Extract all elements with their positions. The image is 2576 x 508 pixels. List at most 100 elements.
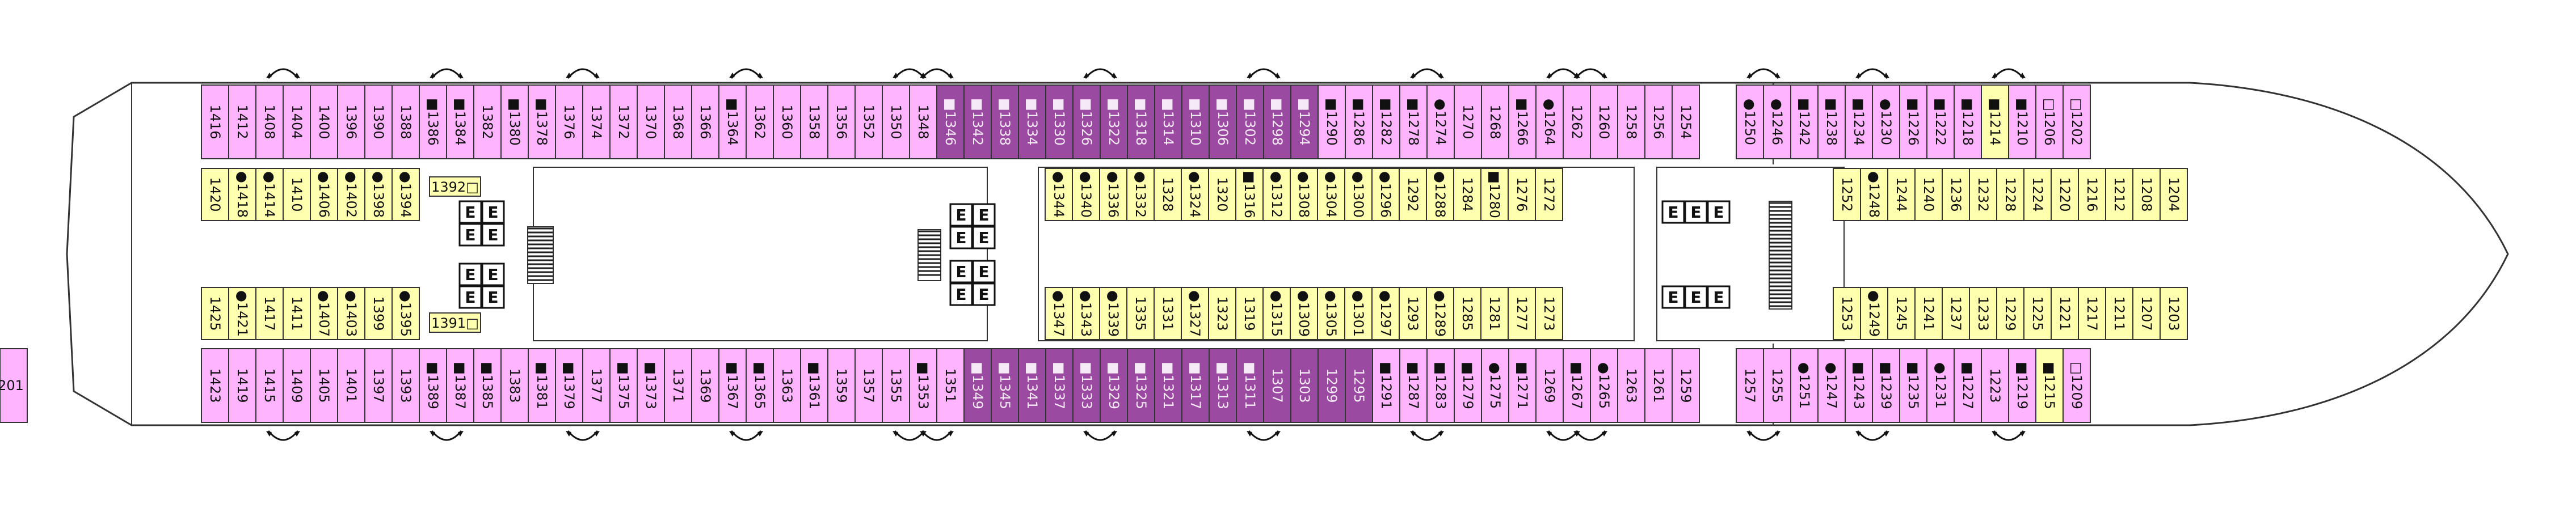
cabin-bottom-inside[interactable]: 1399 (364, 287, 393, 340)
cabin-bottom-outer[interactable]: ■1373 (637, 348, 665, 423)
cabin-top-outer[interactable]: ●1264 (1535, 84, 1564, 159)
cabin-top-outer[interactable]: 1390 (364, 84, 393, 159)
cabin-top-outer[interactable]: ■1210 (2008, 84, 2036, 159)
cabin-top-outer[interactable]: 1268 (1481, 84, 1509, 159)
cabin-top-outer[interactable]: ●1246 (1763, 84, 1791, 159)
cabin-top-outer[interactable]: 1376 (555, 84, 583, 159)
cabin-bottom-inside[interactable]: 1273 (1535, 287, 1563, 340)
cabin-top-outer[interactable]: ●1230 (1872, 84, 1900, 159)
cabin-top-outer[interactable]: 1256 (1644, 84, 1673, 159)
cabin-bottom-inside[interactable]: ●1301 (1344, 287, 1373, 340)
cabin-top-inside[interactable]: 1252 (1833, 168, 1861, 221)
cabin-bottom-outer[interactable]: ■1279 (1454, 348, 1482, 423)
cabin-top-inside[interactable]: 1244 (1887, 168, 1916, 221)
cabin-bottom-outer[interactable]: ■1379 (555, 348, 583, 423)
cabin-bottom-outer[interactable]: 1307 (1263, 348, 1291, 423)
cabin-top-outer[interactable]: 1260 (1590, 84, 1618, 159)
cabin-top-outer[interactable]: ■1322 (1100, 84, 1128, 159)
cabin-bottom-outer[interactable]: ■1243 (1845, 348, 1873, 423)
cabin-top-inside[interactable]: ●1312 (1262, 168, 1291, 221)
cabin-top-inside[interactable]: ●1300 (1344, 168, 1373, 221)
cabin-top-outer[interactable]: ■1242 (1790, 84, 1819, 159)
cabin-top-outer[interactable]: 1400 (310, 84, 338, 159)
cabin-bottom-inside[interactable]: 1225 (2023, 287, 2052, 340)
cabin-bottom-outer[interactable]: ■1291 (1372, 348, 1400, 423)
cabin-top-outer[interactable]: ■1338 (991, 84, 1019, 159)
cabin-bottom-inside[interactable]: 1425 (201, 287, 229, 340)
cabin-bottom-outer[interactable]: ■1321 (1154, 348, 1182, 423)
cabin-bottom-outer[interactable]: 1401 (337, 348, 365, 423)
cabin-bottom-outer[interactable]: ■1353 (909, 348, 937, 423)
cabin-bottom-inside[interactable]: 1335 (1126, 287, 1155, 340)
cabin-top-outer[interactable]: ■1342 (963, 84, 992, 159)
cabin-bottom-inside[interactable]: ●1403 (337, 287, 365, 340)
cabin-bottom-outer[interactable]: 1357 (855, 348, 883, 423)
cabin-top-outer[interactable]: ■1266 (1508, 84, 1537, 159)
cabin-top-outer[interactable]: ■1222 (1926, 84, 1955, 159)
cabin-bottom-outer[interactable]: ■1267 (1563, 348, 1591, 423)
cabin-top-inside[interactable]: ■1280 (1480, 168, 1509, 221)
cabin-bottom-outer[interactable]: ●1251 (1790, 348, 1819, 423)
cabin-top-outer[interactable]: ■1218 (1954, 84, 1982, 159)
cabin-top-outer[interactable]: 1404 (283, 84, 311, 159)
cabin-bottom-outer[interactable]: 1355 (882, 348, 910, 423)
cabin-top-outer[interactable]: ■1384 (446, 84, 474, 159)
cabin-top-outer[interactable]: ■1294 (1290, 84, 1319, 159)
cabin-bottom-outer[interactable]: □1209 (2063, 348, 2091, 423)
cabin-top-outer[interactable]: ■1364 (718, 84, 747, 159)
cabin-top-outer[interactable]: 1356 (827, 84, 856, 159)
cabin-top-inside[interactable]: ●1304 (1317, 168, 1345, 221)
cabin-bottom-inside[interactable]: ●1343 (1072, 287, 1100, 340)
cabin-top-outer[interactable]: 1366 (691, 84, 719, 159)
cabin-bottom-outer[interactable]: 1363 (773, 348, 801, 423)
cabin-top-outer[interactable]: ■1298 (1263, 84, 1291, 159)
cabin-bottom-outer[interactable]: ■1283 (1426, 348, 1455, 423)
cabin-bottom-outer[interactable]: ■1311 (1236, 348, 1264, 423)
cabin-bottom-outer[interactable]: ■1385 (473, 348, 502, 423)
cabin-top-outer[interactable]: ■1234 (1845, 84, 1873, 159)
cabin-top-inside[interactable]: 1232 (1969, 168, 1997, 221)
cabin-top-outer[interactable]: ■1314 (1154, 84, 1182, 159)
cabin-bottom-inside[interactable]: ●1289 (1426, 287, 1454, 340)
cabin-bottom-outer[interactable]: ■1389 (419, 348, 447, 423)
cabin-bottom-outer[interactable]: ■1215 (2035, 348, 2064, 423)
cabin-bottom-inside[interactable]: 1207 (2132, 287, 2161, 340)
cabin-bottom-outer[interactable]: 1393 (392, 348, 420, 423)
cabin-top-inside[interactable]: ●1394 (392, 168, 420, 221)
cabin-bottom-inside[interactable]: ●1421 (228, 287, 256, 340)
cabin-bottom-inside[interactable]: ●1297 (1371, 287, 1400, 340)
cabin-bottom-outer[interactable]: 1419 (228, 348, 256, 423)
cabin-bottom-inside[interactable]: 1281 (1480, 287, 1509, 340)
cabin-bottom-outer[interactable]: 1261 (1644, 348, 1673, 423)
cabin-bottom-outer[interactable]: ■1239 (1872, 348, 1900, 423)
cabin-small-top[interactable]: 1392□ (429, 176, 481, 197)
cabin-bottom-inside[interactable]: ●1407 (310, 287, 338, 340)
cabin-bottom-outer[interactable]: 1359 (827, 348, 856, 423)
cabin-top-outer[interactable]: 1270 (1454, 84, 1482, 159)
cabin-bottom-inside[interactable]: 1293 (1399, 287, 1427, 340)
cabin-top-inside[interactable]: ●1398 (364, 168, 393, 221)
cabin-bottom-outer[interactable]: ■1341 (1018, 348, 1046, 423)
cabin-bottom-outer[interactable]: 1397 (364, 348, 393, 423)
cabin-bottom-outer[interactable]: ■1325 (1127, 348, 1155, 423)
cabin-top-outer[interactable]: 1372 (609, 84, 638, 159)
cabin-top-outer[interactable]: ■1380 (500, 84, 529, 159)
cabin-top-inside[interactable]: 1284 (1453, 168, 1481, 221)
cabin-top-outer[interactable]: ■1226 (1899, 84, 1927, 159)
cabin-top-inside[interactable]: 1212 (2105, 168, 2133, 221)
cabin-top-outer[interactable]: ■1334 (1018, 84, 1046, 159)
cabin-bottom-outer[interactable]: ■1271 (1508, 348, 1537, 423)
cabin-top-outer[interactable]: 1370 (637, 84, 665, 159)
cabin-top-inside[interactable]: ●1414 (255, 168, 284, 221)
cabin-bottom-outer[interactable]: 1295 (1345, 348, 1373, 423)
cabin-bottom-inside[interactable]: ●1395 (392, 287, 420, 340)
cabin-top-outer[interactable]: 1258 (1617, 84, 1645, 159)
cabin-top-inside[interactable]: 1216 (2078, 168, 2106, 221)
cabin-top-inside[interactable]: 1276 (1508, 168, 1536, 221)
cabin-top-outer[interactable]: 1262 (1563, 84, 1591, 159)
cabin-bottom-outer[interactable]: ■1329 (1100, 348, 1128, 423)
cabin-top-inside[interactable]: 1228 (1996, 168, 2024, 221)
cabin-bottom-outer[interactable]: 1257 (1736, 348, 1764, 423)
cabin-bottom-outer[interactable]: □1201 (0, 348, 28, 423)
cabin-top-outer[interactable]: 1352 (855, 84, 883, 159)
